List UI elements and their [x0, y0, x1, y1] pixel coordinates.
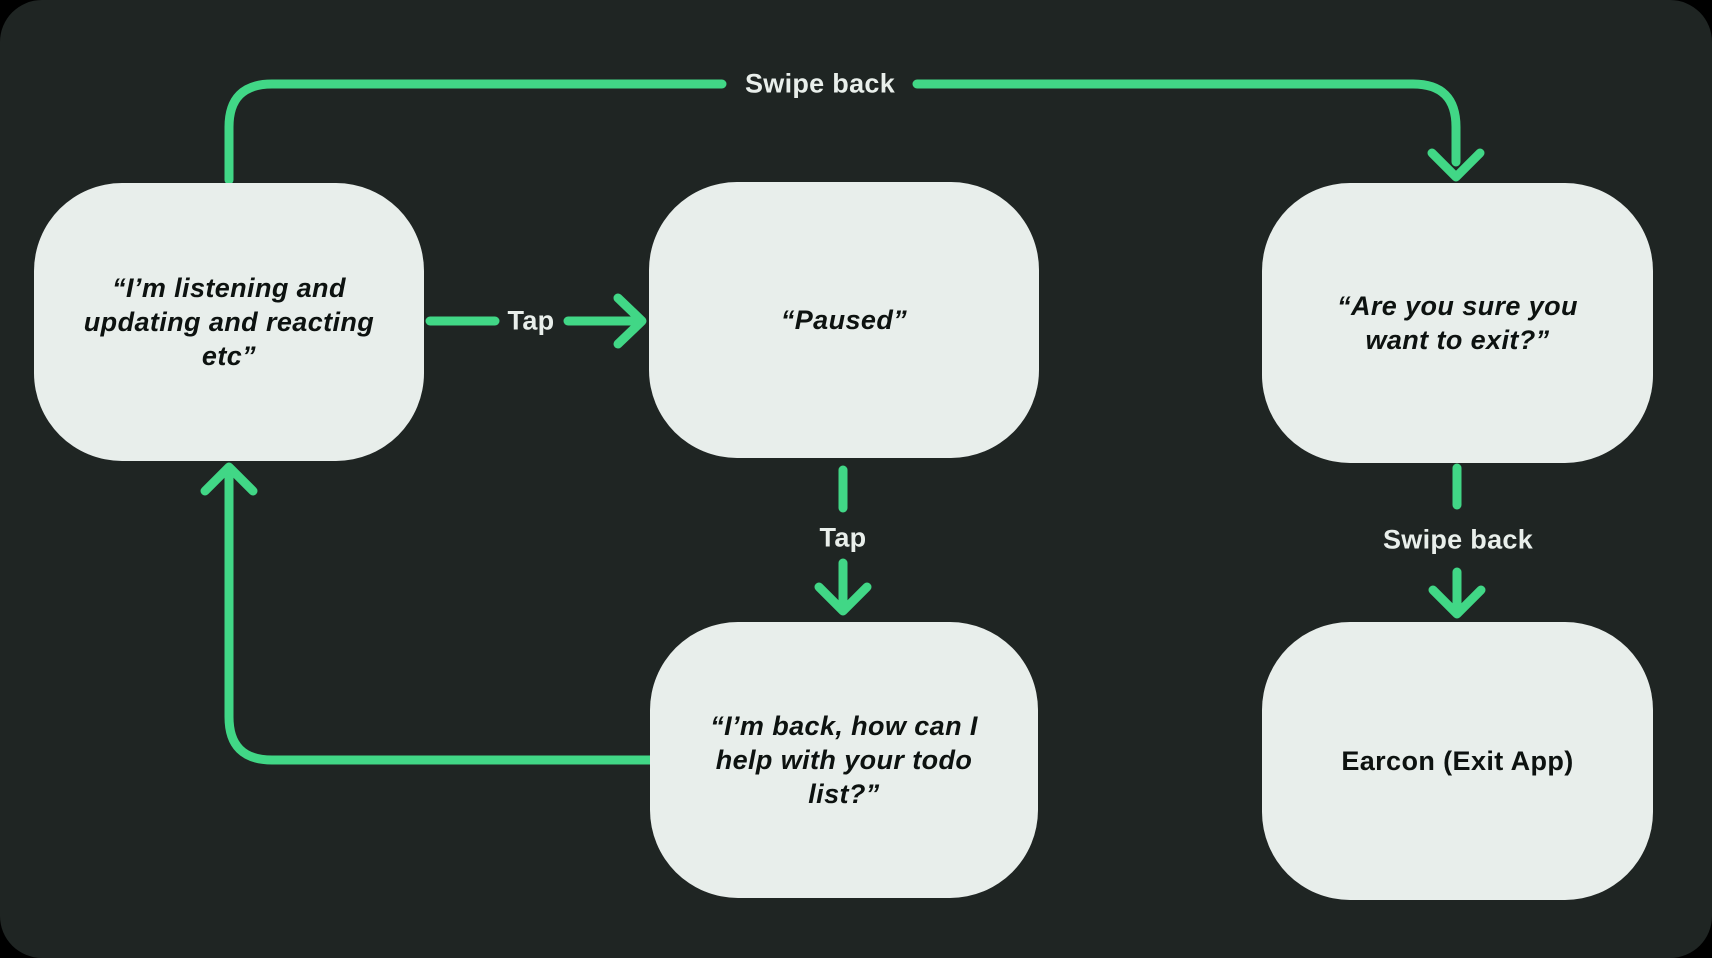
node-back-help-label: “I’m back, how can I help with your todo…	[710, 711, 978, 809]
node-listening-label: “I’m listening and updating and reacting…	[83, 273, 375, 371]
edge-return-loop	[224, 466, 655, 765]
node-paused-label: “Paused”	[780, 305, 908, 335]
arrowhead-down-confirm-exit	[1427, 148, 1485, 182]
edge-label-swipe-back-top: Swipe back	[744, 68, 896, 99]
edge-label-tap-resume: Tap	[819, 522, 867, 553]
node-listening: “I’m listening and updating and reacting…	[34, 183, 424, 461]
node-paused: “Paused”	[649, 182, 1039, 458]
edge-label-swipe-back-exit: Swipe back	[1382, 524, 1534, 555]
edge-swipe-back-top-right-segment	[912, 79, 1461, 167]
node-earcon-exit: Earcon (Exit App)	[1262, 622, 1653, 900]
node-confirm-exit-label: “Are you sure you want to exit?”	[1337, 291, 1578, 355]
arrowhead-down-back-help	[814, 582, 872, 616]
node-confirm-exit: “Are you sure you want to exit?”	[1262, 183, 1653, 463]
arrowhead-down-earcon	[1428, 585, 1486, 619]
node-earcon-exit-label: Earcon (Exit App)	[1341, 746, 1574, 776]
edge-swipe-back-top-left-segment	[224, 79, 727, 185]
node-back-help: “I’m back, how can I help with your todo…	[650, 622, 1038, 898]
arrowhead-up-listening	[200, 462, 258, 496]
arrowhead-right-paused	[613, 293, 647, 349]
edge-label-tap-pause: Tap	[507, 305, 555, 336]
